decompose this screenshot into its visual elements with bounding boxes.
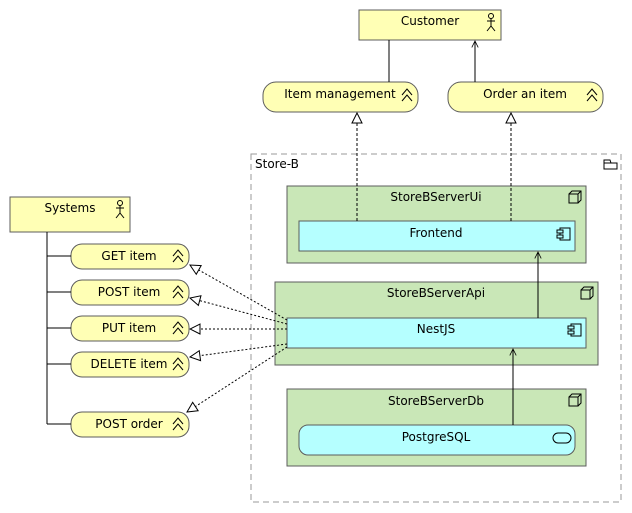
service-order-an-item-label: Order an item <box>483 87 567 101</box>
service-order-an-item[interactable]: Order an item <box>447 81 604 113</box>
service-icon <box>401 88 413 102</box>
actor-icon <box>486 13 496 32</box>
service-icon <box>172 285 184 299</box>
service-icon <box>172 417 184 431</box>
service-post-order[interactable]: POST order <box>70 411 190 438</box>
actor-customer[interactable]: Customer <box>358 9 502 41</box>
service-item-management-label: Item management <box>284 87 396 101</box>
component-icon <box>567 323 582 337</box>
service-icon <box>172 357 184 371</box>
data-object-icon <box>552 432 572 444</box>
component-frontend[interactable]: Frontend <box>298 220 576 252</box>
store-b-group[interactable]: Store-B <box>250 153 622 503</box>
service-post-item-label: POST item <box>98 285 161 299</box>
component-postgresql-label: PostgreSQL <box>402 430 471 444</box>
service-icon <box>172 321 184 335</box>
component-icon <box>556 227 571 241</box>
component-nestjs-label: NestJS <box>417 322 455 336</box>
service-delete-item[interactable]: DELETE item <box>70 351 190 378</box>
service-item-management[interactable]: Item management <box>262 81 419 113</box>
service-delete-item-label: DELETE item <box>91 357 168 371</box>
folder-icon <box>603 159 618 170</box>
service-get-item[interactable]: GET item <box>70 243 190 270</box>
actor-systems-label: Systems <box>45 201 96 215</box>
realization-line <box>187 346 288 412</box>
component-nestjs[interactable]: NestJS <box>286 317 587 349</box>
service-post-item[interactable]: POST item <box>70 279 190 306</box>
component-postgresql[interactable]: PostgreSQL <box>298 424 576 456</box>
node-icon <box>568 190 582 204</box>
node-storebserverdb-label: StoreBServerDb <box>388 394 484 408</box>
node-icon <box>568 393 582 407</box>
node-storebserverapi-label: StoreBServerApi <box>387 286 485 300</box>
realization-line <box>190 265 288 321</box>
actor-icon <box>115 200 125 219</box>
component-frontend-label: Frontend <box>410 226 463 240</box>
service-get-item-label: GET item <box>101 249 156 263</box>
realization-line <box>190 298 288 325</box>
actor-systems[interactable]: Systems <box>9 196 131 233</box>
service-post-order-label: POST order <box>95 417 163 431</box>
store-b-group-label: Store-B <box>255 157 299 171</box>
node-storebserverui-label: StoreBServerUi <box>390 190 481 204</box>
node-icon <box>580 286 594 300</box>
service-icon <box>586 88 598 102</box>
service-put-item-label: PUT item <box>102 321 156 335</box>
actor-customer-label: Customer <box>401 14 459 28</box>
connectors <box>46 40 538 425</box>
service-put-item[interactable]: PUT item <box>70 315 190 342</box>
service-icon <box>172 249 184 263</box>
realization-line <box>190 343 288 357</box>
